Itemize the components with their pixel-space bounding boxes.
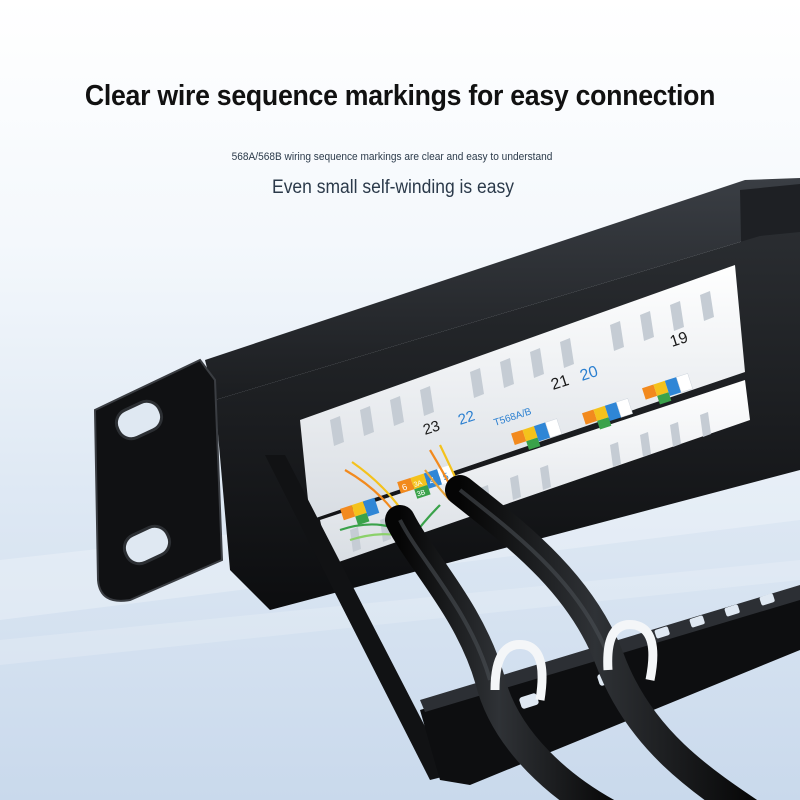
- mounting-hole-bottom: [122, 524, 172, 566]
- cable-tie-right: [603, 620, 658, 681]
- mounting-hole-top: [114, 399, 164, 441]
- cable-tie-left: [490, 640, 547, 701]
- wire-code-6: 6: [401, 482, 409, 493]
- port-number-22: 22: [456, 407, 477, 428]
- mounting-ear: [93, 358, 224, 602]
- wire-code-3a: 3A: [413, 480, 424, 489]
- port-number-21: 21: [549, 372, 571, 394]
- port-number-19: 19: [668, 329, 690, 351]
- wire-code-3b: 3B: [416, 489, 427, 498]
- port-number-20: 20: [578, 363, 600, 385]
- headline: Clear wire sequence markings for easy co…: [84, 80, 716, 112]
- subtitle-line-1: 568A/568B wiring sequence markings are c…: [231, 151, 553, 163]
- cable-tray-arm: [265, 455, 450, 780]
- port-number-23: 23: [421, 417, 442, 438]
- panel-top-cover: [205, 178, 800, 400]
- subtitle-line-2: Even small self-winding is easy: [272, 177, 514, 198]
- keystone-block-upper: [300, 265, 745, 520]
